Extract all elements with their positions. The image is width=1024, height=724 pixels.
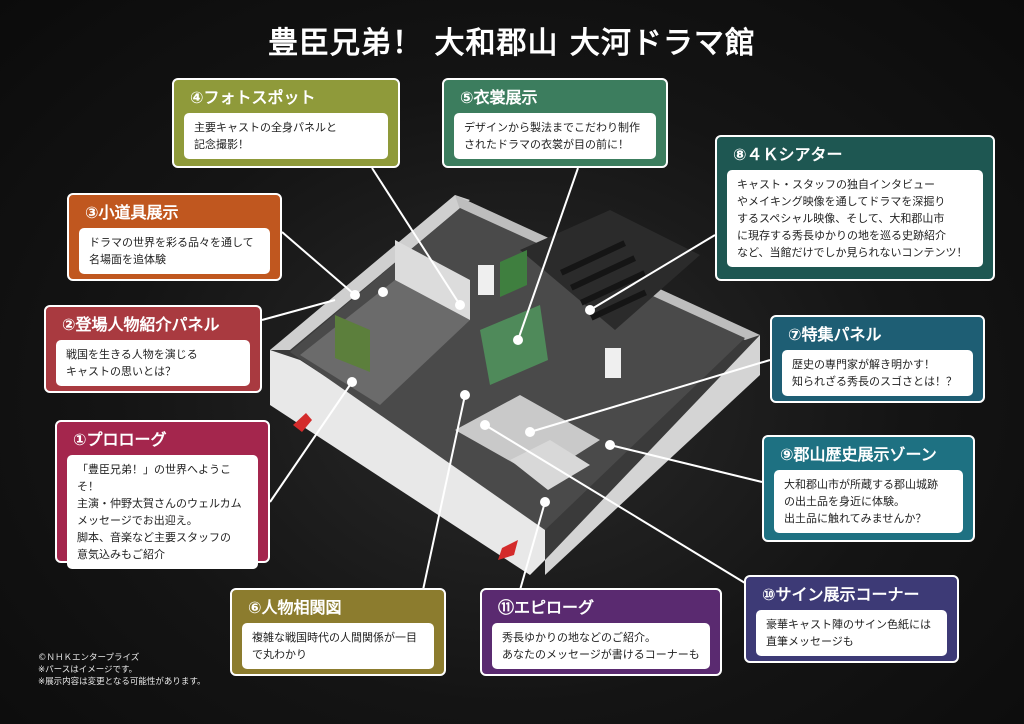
entrance-arrow <box>293 413 312 432</box>
seat-row <box>589 289 647 321</box>
callout-dot <box>480 420 490 430</box>
callout-line-sign <box>484 424 746 584</box>
seat-row <box>580 270 646 306</box>
card-feature-title: ⑦特集パネル <box>788 325 882 344</box>
callout-line-costume <box>517 167 579 341</box>
exit-arrow <box>498 540 518 560</box>
seat-row <box>559 240 626 276</box>
card-epilogue-title: ⑪エピローグ <box>498 598 595 617</box>
card-prologue-title: ①プロローグ <box>73 430 167 449</box>
card-theater: ⑧４Ｋシアター キャスト・スタッフの独自インタビュー やメイキング映像を通してド… <box>715 135 995 281</box>
card-relations-text: 複雑な戦国時代の人間関係が一目 で丸わかり <box>242 623 434 669</box>
footer-note-change: ※展示内容は変更となる可能性があります。 <box>38 677 206 687</box>
card-relations: ⑥人物相関図 複雑な戦国時代の人間関係が一目 で丸わかり <box>230 588 446 676</box>
card-theater-title: ⑧４Ｋシアター <box>733 145 843 164</box>
theater-screen <box>500 250 527 297</box>
room-left-wall <box>395 240 470 320</box>
callout-line-characters <box>261 299 336 321</box>
pillar <box>605 348 621 378</box>
card-props-title: ③小道具展示 <box>85 203 179 222</box>
card-costume-text: デザインから製法までこだわり制作 されたドラマの衣裳が目の前に！ <box>454 113 656 159</box>
card-characters-text: 戦国を生きる人物を演じる キャストの思いとは？ <box>56 340 250 386</box>
card-history-text: 大和郡山市が所蔵する郡山城跡 の出土品を身近に体験。 出土品に触れてみませんか？ <box>774 470 963 533</box>
callout-dot <box>605 440 615 450</box>
wall-back-left <box>270 195 470 350</box>
card-photospot-title: ④フォトスポット <box>190 88 316 107</box>
card-props-text: ドラマの世界を彩る品々を通して 名場面を追体験 <box>79 228 270 274</box>
card-prologue: ①プロローグ 「豊臣兄弟！」の世界へようこそ！ 主演・仲野太賀さんのウェルカム … <box>55 420 270 569</box>
room-left <box>300 280 470 405</box>
card-relations-title: ⑥人物相関図 <box>248 598 342 617</box>
callout-line-prologue <box>269 381 353 503</box>
callout-dot <box>347 377 357 387</box>
pillar <box>478 265 494 295</box>
exhibit-panel-green <box>480 305 548 385</box>
callout-dot <box>378 287 388 297</box>
page-title: 豊臣兄弟！ 大和郡山 大河ドラマ館 <box>268 26 756 61</box>
callout-line-epilogue <box>519 501 546 591</box>
callout-dot <box>350 290 360 300</box>
card-prologue-text: 「豊臣兄弟！」の世界へようこそ！ 主演・仲野太賀さんのウェルカム メッセージでお… <box>67 455 258 569</box>
callout-dot <box>455 300 465 310</box>
card-props: ③小道具展示 ドラマの世界を彩る品々を通して 名場面を追体験 <box>67 193 282 281</box>
callout-line-feature <box>529 359 771 433</box>
card-costume-title: ⑤衣裳展示 <box>460 88 538 107</box>
callout-dot <box>460 390 470 400</box>
card-costume: ⑤衣裳展示 デザインから製法までこだわり制作 されたドラマの衣裳が目の前に！ <box>442 78 668 168</box>
card-feature-text: 歴史の専門家が解き明かす！ 知られざる秀長のスゴさとは！？ <box>782 350 973 396</box>
card-epilogue-text: 秀長ゆかりの地などのご紹介。 あなたのメッセージが書けるコーナーも <box>492 623 710 669</box>
card-theater-text: キャスト・スタッフの独自インタビュー やメイキング映像を通してドラマを深掘り す… <box>727 170 983 267</box>
card-epilogue: ⑪エピローグ 秀長ゆかりの地などのご紹介。 あなたのメッセージが書けるコーナーも <box>480 588 722 676</box>
card-sign-title: ⑩サイン展示コーナー <box>762 585 920 604</box>
card-history-title: ⑨郡山歴史展示ゾーン <box>780 445 937 464</box>
card-photospot: ④フォトスポット 主要キャストの全身パネルと 記念撮影！ <box>172 78 400 168</box>
card-sign: ⑩サイン展示コーナー 豪華キャスト陣のサイン色紙には 直筆メッセージも <box>744 575 959 663</box>
callout-dot <box>540 497 550 507</box>
footer-note-perspective: ※パースはイメージです。 <box>38 665 138 675</box>
card-characters-title: ②登場人物紹介パネル <box>62 315 220 334</box>
callout-line-relations <box>422 394 466 591</box>
card-characters: ②登場人物紹介パネル 戦国を生きる人物を演じる キャストの思いとは？ <box>44 305 262 393</box>
callout-dot <box>513 335 523 345</box>
footer-notes: ©ＮＨＫエンタープライズ ※パースはイメージです。 ※展示内容は変更となる可能性… <box>38 652 206 688</box>
footer-credit: ©ＮＨＫエンタープライズ <box>38 653 140 663</box>
callout-line-props <box>281 231 356 296</box>
callout-dot <box>585 305 595 315</box>
theater-seats <box>559 240 647 321</box>
seat-row <box>570 255 636 291</box>
wall-left-face <box>270 350 545 575</box>
card-sign-text: 豪華キャスト陣のサイン色紙には 直筆メッセージも <box>756 610 947 656</box>
callout-line-theater <box>589 234 716 311</box>
callout-line-history <box>609 444 763 483</box>
card-feature: ⑦特集パネル 歴史の専門家が解き明かす！ 知られざる秀長のスゴさとは！？ <box>770 315 985 403</box>
card-history: ⑨郡山歴史展示ゾーン 大和郡山市が所蔵する郡山城跡 の出土品を身近に体験。 出土… <box>762 435 975 542</box>
callout-line-photospot <box>371 167 461 306</box>
callout-dot <box>525 427 535 437</box>
card-photospot-text: 主要キャストの全身パネルと 記念撮影！ <box>184 113 388 159</box>
exhibit-panel-portrait <box>335 315 370 372</box>
